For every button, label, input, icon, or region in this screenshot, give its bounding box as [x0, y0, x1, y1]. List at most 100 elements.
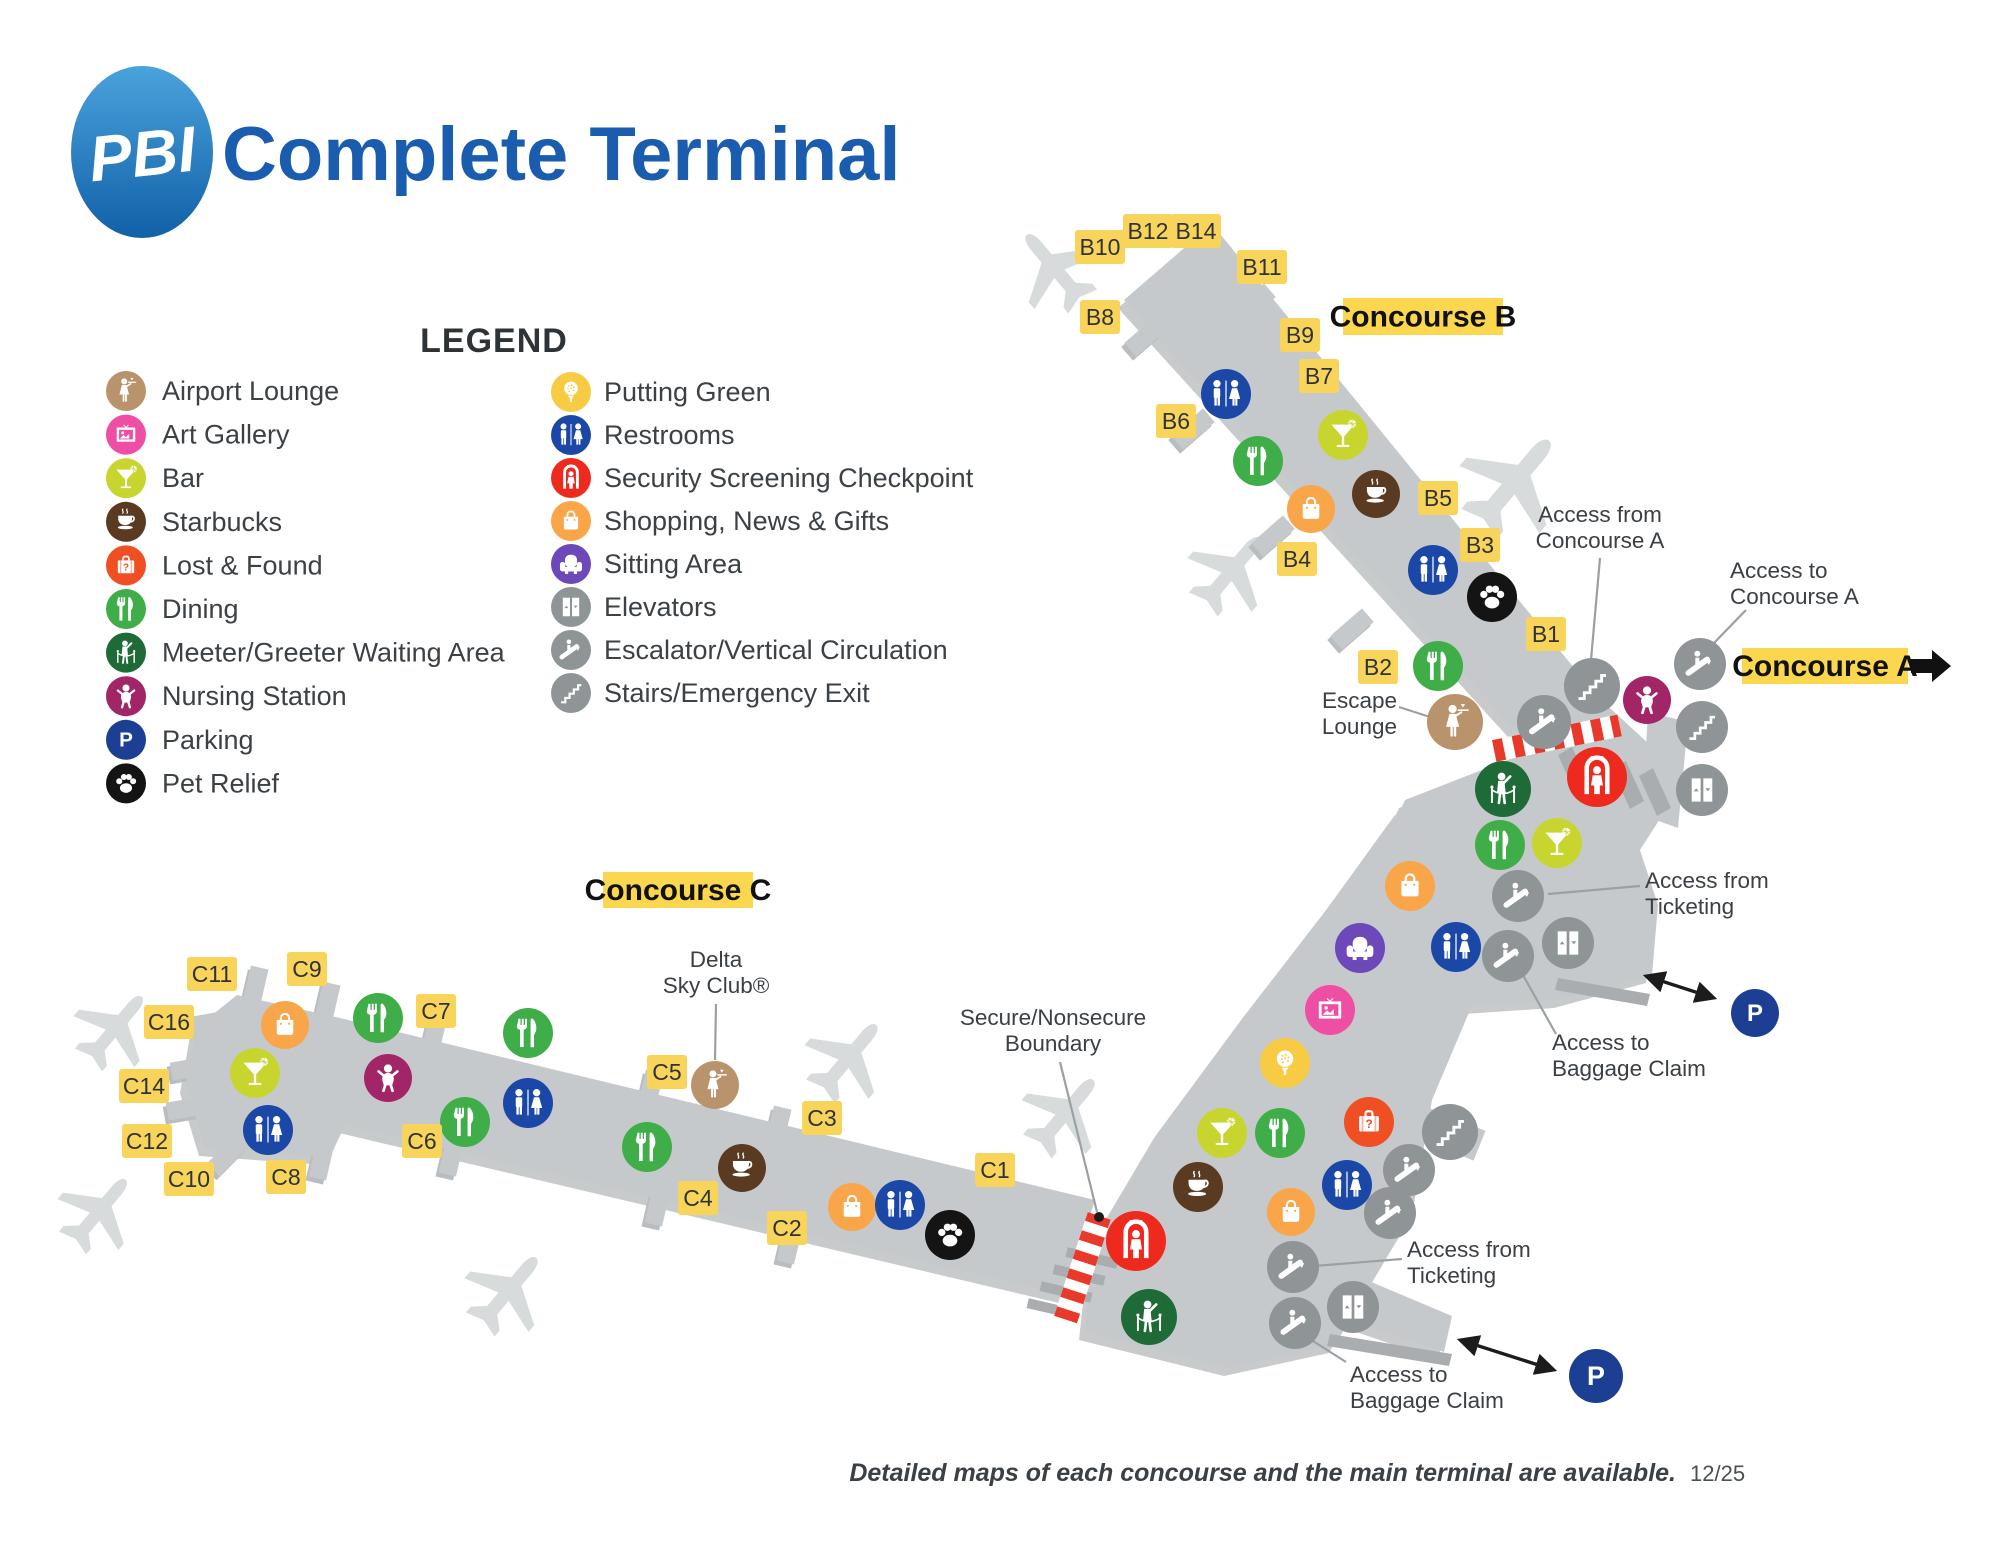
restrooms-icon [503, 1078, 553, 1128]
legend-label: Starbucks [162, 507, 282, 537]
airplane-silhouette [42, 1154, 156, 1269]
art-icon [1305, 985, 1355, 1035]
gate-label-B8: B8 [1080, 300, 1120, 334]
escalator-icon [1492, 870, 1544, 922]
svg-text:C4: C4 [683, 1185, 713, 1211]
gate-label-B12: B12 [1123, 214, 1173, 248]
legend-label: Elevators [604, 592, 717, 622]
svg-text:C8: C8 [271, 1164, 300, 1190]
pet-icon [925, 1210, 975, 1260]
gate-label-B7: B7 [1299, 359, 1339, 393]
svg-text:B6: B6 [1162, 408, 1190, 434]
svg-text:C9: C9 [292, 956, 321, 982]
legend-item-shopping: Shopping, News & Gifts [551, 501, 889, 541]
page-title: Complete Terminal [222, 112, 901, 197]
legend-item-sitting: Sitting Area [551, 544, 743, 584]
gate-label-B1: B1 [1526, 617, 1566, 651]
elevator-icon [1676, 764, 1728, 816]
legend-item-restrooms: Restrooms [551, 415, 735, 455]
legend-item-lostfound: Lost & Found [106, 545, 323, 586]
bar-icon [1197, 1108, 1247, 1158]
legend-item-lounge: Airport Lounge [106, 371, 339, 411]
svg-text:C2: C2 [772, 1215, 801, 1241]
gate-label-C4: C4 [678, 1181, 718, 1215]
gate-label-C11: C11 [187, 957, 237, 991]
svg-text:Concourse C: Concourse C [585, 874, 772, 907]
gate-label-C9: C9 [287, 952, 327, 986]
legend-label: Security Screening Checkpoint [604, 463, 974, 493]
legend-item-security: Security Screening Checkpoint [551, 458, 974, 498]
gate-label-C14: C14 [119, 1069, 169, 1103]
stairs-icon [1564, 658, 1620, 714]
concourse-label: Concourse C [585, 872, 772, 908]
elevator-icon [1542, 917, 1594, 969]
secure-boundary-c [1051, 1212, 1111, 1332]
pbi-logo-text: PBI [85, 112, 200, 195]
svg-text:C5: C5 [652, 1059, 681, 1085]
svg-text:C14: C14 [123, 1073, 165, 1099]
dining-icon [106, 589, 146, 629]
starbucks-icon [1173, 1162, 1223, 1212]
restrooms-icon [1201, 369, 1251, 419]
sitting-icon [1335, 923, 1385, 973]
legend-label: Bar [162, 463, 204, 493]
restrooms-icon [1322, 1160, 1372, 1210]
legend-label: Stairs/Emergency Exit [604, 678, 870, 708]
gate-label-C2: C2 [767, 1211, 807, 1245]
page-ref: 12/25 [1690, 1461, 1745, 1486]
shopping-icon [261, 1001, 309, 1049]
gate-label-B4: B4 [1277, 542, 1317, 576]
airplane-silhouette [1005, 1053, 1126, 1174]
svg-text:B8: B8 [1086, 304, 1114, 330]
svg-text:B2: B2 [1364, 654, 1392, 680]
legend-item-stairs: Stairs/Emergency Exit [551, 673, 870, 713]
putting-icon [1260, 1038, 1310, 1088]
svg-text:C10: C10 [168, 1166, 210, 1192]
svg-text:C1: C1 [980, 1157, 1009, 1183]
shopping-icon [1267, 1188, 1315, 1236]
svg-text:C12: C12 [126, 1128, 168, 1154]
elevator-icon [1327, 1281, 1379, 1333]
restrooms-icon [243, 1105, 293, 1155]
gate-label-B9: B9 [1280, 318, 1320, 352]
svg-text:B3: B3 [1466, 532, 1494, 558]
svg-text:B9: B9 [1286, 322, 1314, 348]
legend-heading: LEGEND [420, 322, 568, 360]
lounge-icon [691, 1061, 739, 1109]
escalator-icon [1383, 1144, 1435, 1196]
gate-label-B14: B14 [1171, 214, 1221, 248]
svg-text:B10: B10 [1080, 234, 1121, 260]
svg-text:C7: C7 [421, 998, 450, 1024]
gate-label-C12: C12 [122, 1124, 172, 1158]
gate-label-C5: C5 [647, 1055, 687, 1089]
dining-icon [1255, 1108, 1305, 1158]
gate-label-B3: B3 [1460, 528, 1500, 562]
gate-label-B5: B5 [1418, 481, 1458, 515]
svg-text:B5: B5 [1424, 485, 1452, 511]
gate-label-B11: B11 [1237, 250, 1287, 284]
legend-item-dining: Dining [106, 589, 239, 629]
gate-label-C3: C3 [802, 1101, 842, 1135]
svg-text:C16: C16 [148, 1009, 190, 1035]
dining-icon [1233, 436, 1283, 486]
svg-text:Concourse A: Concourse A [1732, 650, 1918, 683]
elevator-icon [551, 587, 591, 627]
legend-label: Meeter/Greeter Waiting Area [162, 638, 506, 668]
restrooms-icon [1431, 922, 1481, 972]
restrooms-icon [1408, 545, 1458, 595]
gate-label-C6: C6 [402, 1124, 442, 1158]
dining-icon [1475, 820, 1525, 870]
legend-item-escalator: Escalator/Vertical Circulation [551, 630, 948, 670]
svg-text:B1: B1 [1532, 621, 1560, 647]
lounge-icon [1427, 694, 1483, 750]
dining-icon [440, 1097, 490, 1147]
gate-stub [1251, 515, 1295, 557]
stairs-icon [1676, 701, 1728, 753]
legend-label: Nursing Station [162, 681, 347, 711]
